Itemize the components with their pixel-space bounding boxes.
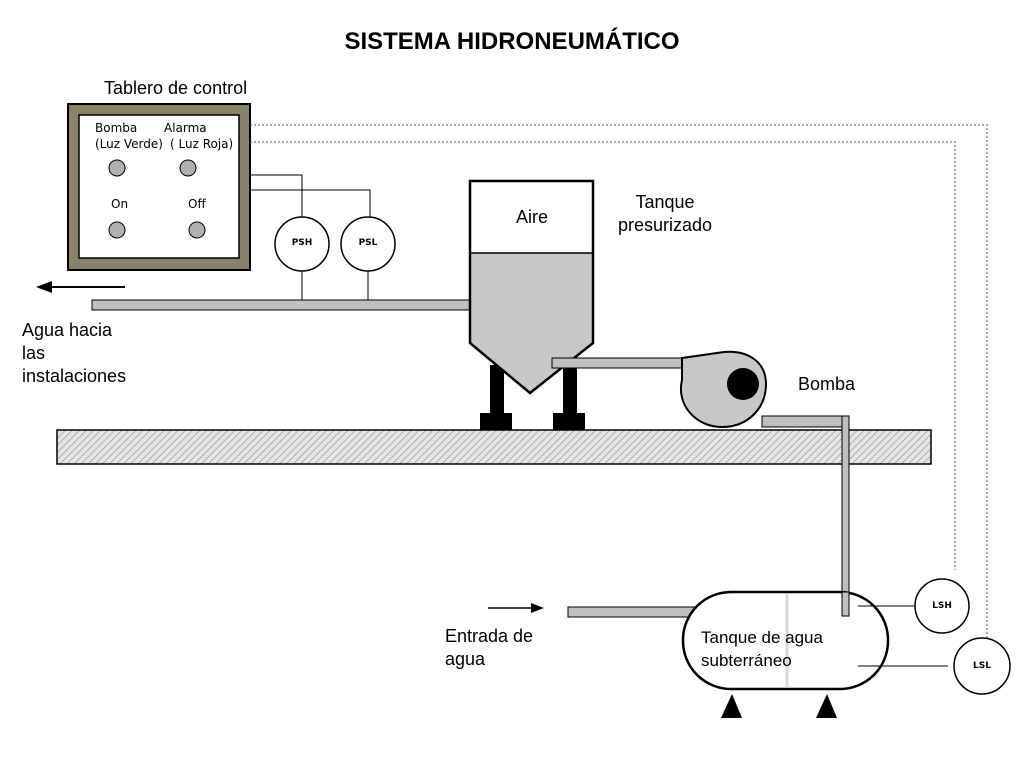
- inlet-arrow-icon: [488, 603, 544, 613]
- page-title: SISTEMA HIDRONEUMÁTICO: [344, 28, 680, 55]
- bomba-lamp-sublabel: (Luz Verde): [95, 137, 163, 151]
- outlet-label-line1: Agua hacia: [22, 320, 113, 340]
- outlet-label-line2: las: [22, 343, 46, 363]
- underground-tank: [681, 590, 890, 718]
- air-label: Aire: [515, 207, 548, 227]
- pump-discharge-pipe: [551, 357, 683, 369]
- psh-switch: [274, 216, 330, 300]
- on-button-icon[interactable]: [108, 221, 126, 239]
- pressurized-tank-label-line2: presurizado: [617, 215, 713, 235]
- alarma-lamp-sublabel: ( Luz Roja): [170, 137, 234, 151]
- on-label: On: [111, 197, 129, 211]
- control-panel: [67, 103, 251, 271]
- lsh-label: LSH: [932, 601, 952, 611]
- outlet-pipe: [91, 299, 471, 311]
- lsl-switch: [953, 637, 1011, 695]
- outlet-arrow-icon: [36, 281, 125, 293]
- alarma-lamp-icon: [179, 159, 197, 177]
- inlet-label-line2: agua: [445, 649, 486, 669]
- pressure-switch-wiring: [250, 174, 371, 217]
- bomba-lamp-icon: [108, 159, 126, 177]
- pressurized-tank-label-line1: Tanque: [635, 192, 695, 212]
- alarma-lamp-label: Alarma: [164, 121, 207, 135]
- bomba-lamp-label: Bomba: [95, 121, 138, 135]
- tank-legs: [480, 365, 585, 430]
- pump-suction-pipe: [761, 415, 849, 428]
- underground-tank-label-line1: Tanque de agua: [701, 628, 823, 647]
- outlet-label-line3: instalaciones: [22, 366, 127, 386]
- vertical-suction-pipe: [841, 415, 850, 617]
- level-signal-lines: [250, 124, 988, 646]
- inlet-label-line1: Entrada de: [445, 626, 534, 646]
- off-button-icon[interactable]: [188, 221, 206, 239]
- psl-label: PSL: [358, 238, 378, 248]
- pump-icon: [679, 350, 768, 429]
- off-label: Off: [188, 197, 206, 211]
- underground-tank-label-line2: subterráneo: [701, 651, 792, 670]
- control-panel-label: Tablero de control: [104, 78, 248, 98]
- level-sensor-lines: [858, 605, 948, 667]
- psl-switch: [340, 216, 396, 300]
- lsh-switch: [914, 578, 970, 634]
- psh-label: PSH: [291, 238, 313, 248]
- floor-slab: [56, 429, 932, 465]
- lsl-label: LSL: [973, 661, 991, 671]
- pump-label: Bomba: [798, 374, 856, 394]
- inlet-pipe: [567, 606, 699, 618]
